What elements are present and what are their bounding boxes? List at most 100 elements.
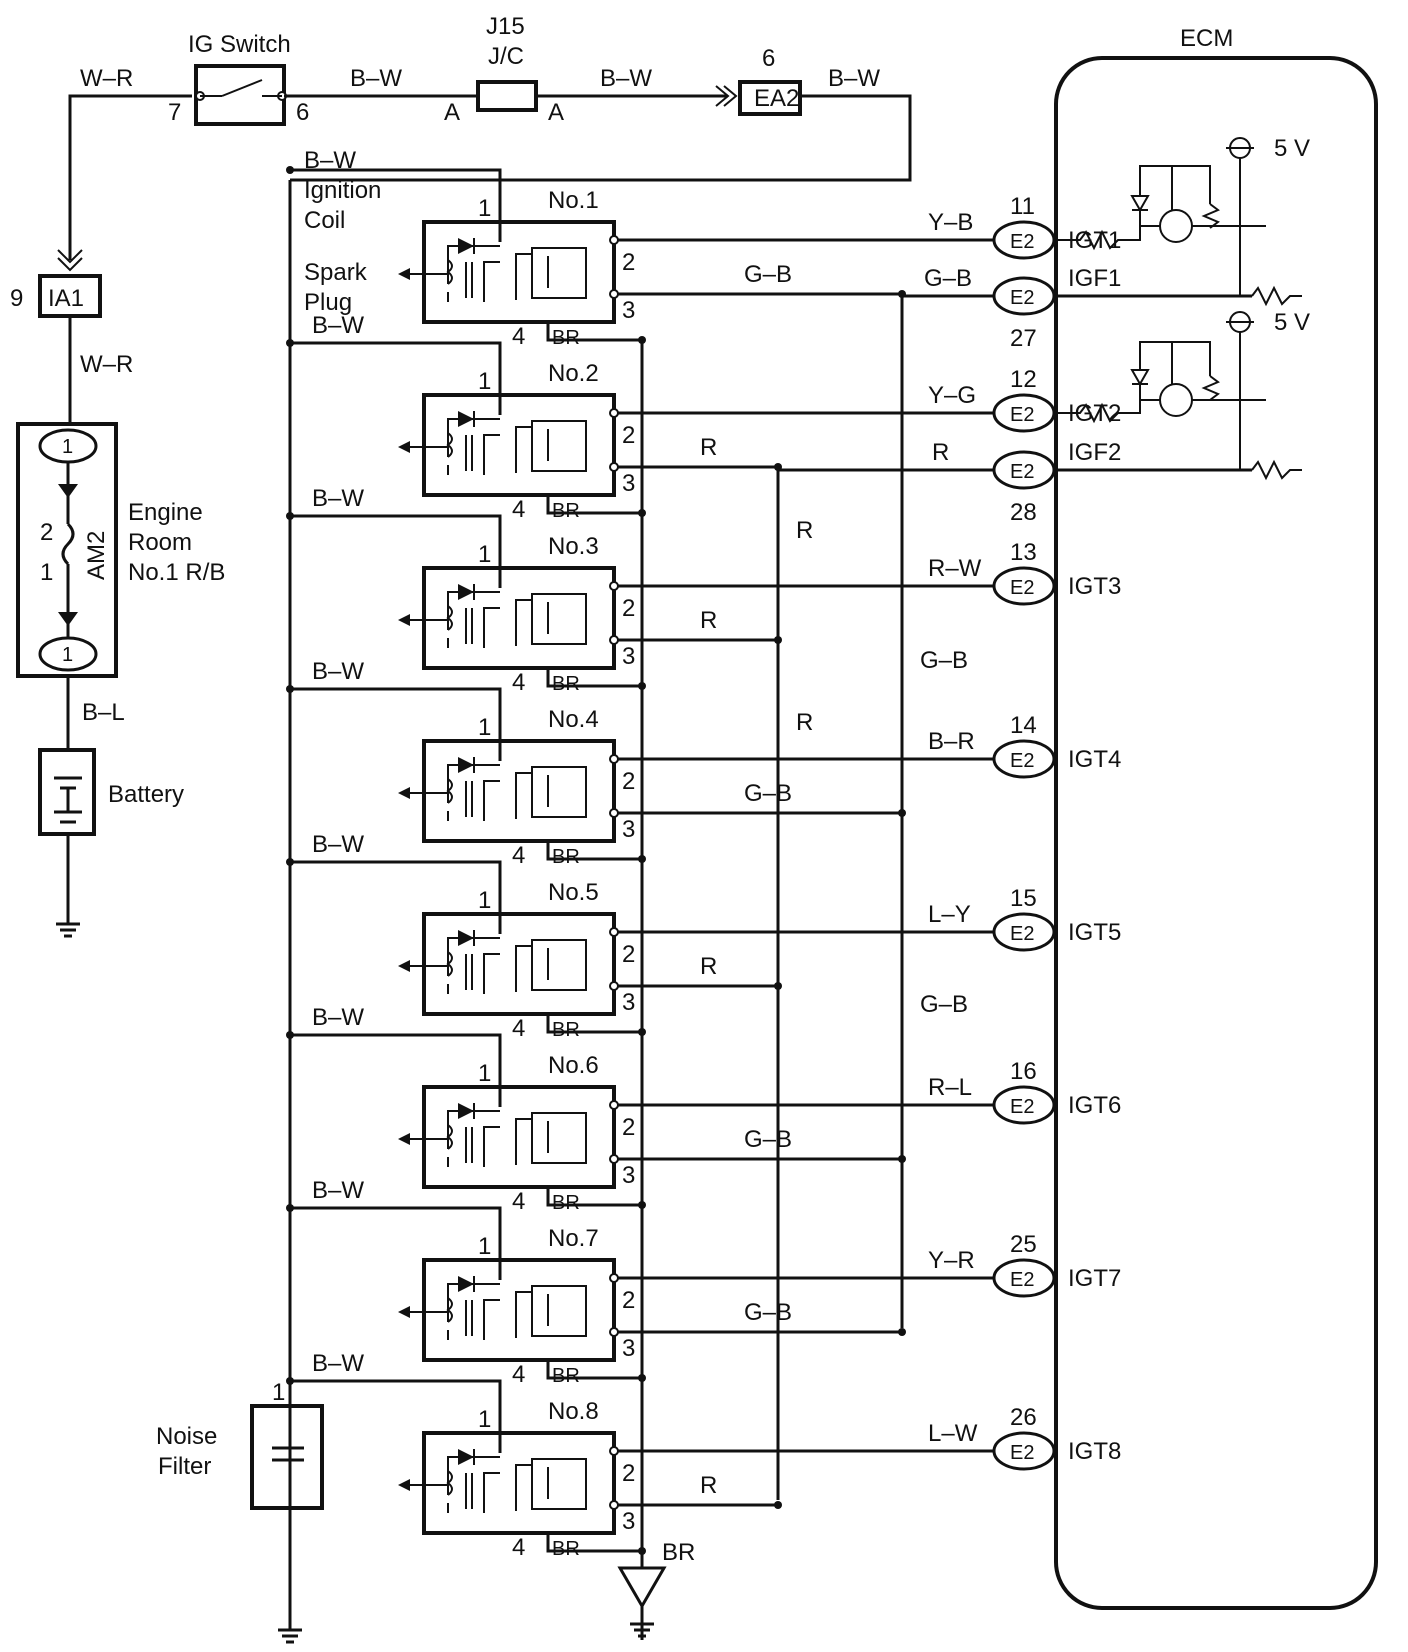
igt-pin: 26 — [1010, 1404, 1037, 1431]
wire-label-w-r-top: W–R — [80, 65, 133, 92]
coil-body — [422, 912, 616, 1016]
noise-filter — [250, 1404, 324, 1510]
igt-label: IGT7 — [1068, 1265, 1121, 1292]
igf1-pin: 27 — [1010, 325, 1037, 352]
ecm-driver-2 — [1130, 311, 1266, 470]
igf1-wire-label: G–B — [924, 265, 972, 292]
svg-text:4: 4 — [512, 323, 525, 350]
svg-text:E2: E2 — [1010, 461, 1034, 483]
wire-b-w-3 — [290, 94, 912, 182]
svg-text:Y–G: Y–G — [928, 382, 976, 409]
diode-icon — [458, 411, 474, 427]
svg-text:R: R — [700, 434, 717, 461]
svg-text:G–B: G–B — [744, 261, 792, 288]
relay-box-label-2: Room — [128, 529, 192, 556]
fuse-icon — [61, 522, 75, 566]
svg-text:E2: E2 — [1010, 750, 1034, 772]
svg-text:E2: E2 — [1010, 1096, 1034, 1118]
igt-connectors: E211IGT1E212IGT2E213IGT3E214IGT4E215IGT5… — [992, 193, 1160, 1471]
coil-feed-wire — [290, 1379, 502, 1453]
svg-text:1: 1 — [478, 368, 491, 395]
coil-name: No.5 — [548, 879, 599, 906]
relay-box-label-3: No.1 R/B — [128, 559, 225, 586]
igt-label: IGT4 — [1068, 746, 1121, 773]
svg-text:Y–B: Y–B — [928, 209, 973, 236]
coil-body — [422, 566, 616, 670]
ground-br-label: BR — [662, 1539, 695, 1566]
coil-winding-icon — [446, 605, 453, 648]
jc-sub: J/C — [488, 43, 524, 70]
wire-label-b-l: B–L — [82, 699, 125, 726]
svg-text:4: 4 — [512, 1534, 525, 1561]
svg-text:B–W: B–W — [312, 312, 364, 339]
coil-name: No.2 — [548, 360, 599, 387]
svg-text:R: R — [700, 1472, 717, 1499]
wire-label-b-w-3: B–W — [828, 65, 880, 92]
spark-plug-icon — [398, 441, 410, 453]
chevron-right-icon — [715, 85, 730, 107]
transistor-icon — [1159, 209, 1193, 243]
svg-text:4: 4 — [512, 842, 525, 869]
svg-text:E2: E2 — [1010, 923, 1034, 945]
svg-text:1: 1 — [478, 195, 491, 222]
svg-text:3: 3 — [622, 989, 635, 1016]
coil-feed-wire — [290, 1206, 502, 1280]
coil-feed-wire — [290, 168, 502, 242]
svg-text:BR: BR — [552, 673, 580, 695]
svg-text:E2: E2 — [1010, 231, 1034, 253]
svg-text:BR: BR — [552, 1019, 580, 1041]
ig-switch-label: IG Switch — [188, 31, 291, 58]
diode-icon — [458, 1103, 474, 1119]
svg-text:Plug: Plug — [304, 289, 352, 316]
wire-label-b-w-1: B–W — [350, 65, 402, 92]
spark-plug-icon — [398, 960, 410, 972]
coil-winding-icon — [446, 432, 453, 475]
igniter-icon — [531, 1458, 587, 1510]
ground-icon — [278, 1628, 302, 1644]
svg-text:2: 2 — [622, 595, 635, 622]
diode-icon — [458, 584, 474, 600]
svg-text:1: 1 — [478, 1060, 491, 1087]
igniter-icon — [531, 593, 587, 645]
igniter-icon — [531, 766, 587, 818]
svg-text:BR: BR — [552, 500, 580, 522]
svg-text:1: 1 — [478, 541, 491, 568]
svg-text:B–W: B–W — [312, 1177, 364, 1204]
igt-label: IGT3 — [1068, 573, 1121, 600]
resistor-icon — [1054, 225, 1160, 251]
ea2-pin: 6 — [762, 45, 775, 72]
svg-text:4: 4 — [512, 496, 525, 523]
coil-body — [422, 1085, 616, 1189]
coil-winding-icon — [446, 259, 453, 302]
jc-pin-a-right: A — [548, 99, 564, 126]
svg-text:2: 2 — [622, 422, 635, 449]
coil-name: No.7 — [548, 1225, 599, 1252]
igniter-icon — [531, 420, 587, 472]
coil-name: No.6 — [548, 1052, 599, 1079]
ignition-coil-label: Ignition — [304, 177, 381, 204]
svg-text:1: 1 — [272, 1379, 285, 1406]
svg-text:4: 4 — [512, 1188, 525, 1215]
svg-text:BR: BR — [552, 327, 580, 349]
svg-text:4: 4 — [512, 669, 525, 696]
diode-icon — [458, 1449, 474, 1465]
svg-text:B–W: B–W — [312, 1004, 364, 1031]
coil-feed-wire — [290, 687, 502, 761]
fuse-am2-label: AM2 — [83, 531, 110, 580]
svg-text:3: 3 — [622, 1508, 635, 1535]
svg-text:1: 1 — [478, 1233, 491, 1260]
coil-winding-icon — [446, 778, 453, 821]
chassis-ground-icon — [617, 1566, 667, 1609]
igt-pin: 25 — [1010, 1231, 1037, 1258]
spark-plug-icon — [398, 1306, 410, 1318]
svg-text:BR: BR — [552, 1365, 580, 1387]
coil-name: No.8 — [548, 1398, 599, 1425]
coil-body — [422, 393, 616, 497]
svg-text:1: 1 — [478, 714, 491, 741]
